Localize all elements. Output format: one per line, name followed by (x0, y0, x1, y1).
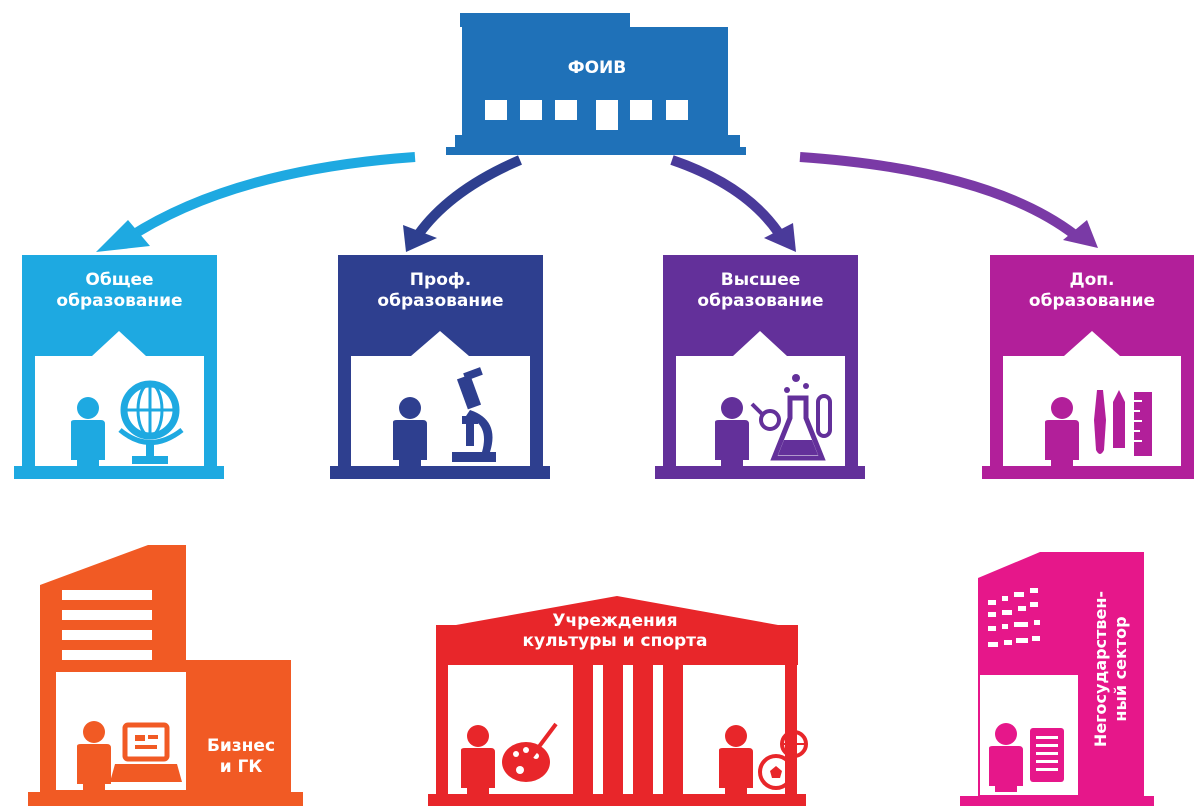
label-prof-line2: образование (377, 290, 504, 311)
label-prof-line1: Проф. (409, 270, 472, 290)
person-icon (715, 397, 749, 466)
kiosk-general (14, 255, 224, 479)
laptop-icon (110, 722, 182, 782)
label-general-line1: Общее (85, 270, 154, 290)
label-additional-line2: образование (1028, 290, 1156, 311)
foiv-building (446, 13, 746, 155)
label-business-line2: и ГК (219, 756, 263, 777)
arrow-to-general (122, 152, 416, 245)
arrows (122, 152, 1079, 245)
label-business-line1: Бизнес (206, 736, 276, 756)
label-higher-line2: образование (697, 290, 824, 311)
label-prof: Проф. образование (338, 270, 543, 311)
label-nonstate-line1: Негосударствен- (1091, 590, 1110, 748)
label-additional-line1: Доп. (1069, 270, 1115, 290)
palette-icon (502, 722, 558, 782)
globe-icon (118, 380, 184, 464)
person-icon (719, 725, 753, 794)
document-icon (1030, 728, 1064, 782)
person-icon (393, 397, 427, 466)
label-additional: Доп. образование (990, 270, 1194, 311)
microscope-icon (452, 367, 496, 462)
label-culture: Учреждения культуры и спорта (470, 611, 760, 651)
kiosk-higher (655, 255, 865, 479)
kiosk-prof (330, 255, 550, 479)
arrowheads (96, 220, 1098, 252)
brush-pencil-ruler-icon (1094, 390, 1152, 456)
label-higher-line1: Высшее (720, 270, 801, 290)
arrow-to-higher (670, 155, 783, 235)
arrow-to-additional (799, 152, 1079, 239)
label-culture-line1: Учреждения (552, 611, 678, 631)
label-general-line2: образование (56, 290, 183, 311)
balls-icon (758, 730, 808, 790)
flask-icon (750, 374, 832, 461)
label-business: Бизнес и ГК (192, 736, 290, 777)
arrow-to-prof (413, 155, 522, 238)
label-general: Общее образование (22, 270, 217, 311)
person-icon (1045, 397, 1079, 466)
nonstate-building (960, 552, 1154, 806)
kiosk-additional (982, 255, 1194, 479)
label-nonstate-line2: ный сектор (1111, 616, 1130, 722)
person-icon (71, 397, 105, 466)
foiv-title: ФОИВ (567, 58, 627, 78)
label-higher: Высшее образование (663, 270, 858, 311)
label-culture-line2: культуры и спорта (522, 630, 708, 651)
business-building (28, 545, 303, 806)
culture-building (428, 596, 808, 806)
foiv-windows (485, 100, 688, 130)
person-icon (461, 725, 495, 794)
